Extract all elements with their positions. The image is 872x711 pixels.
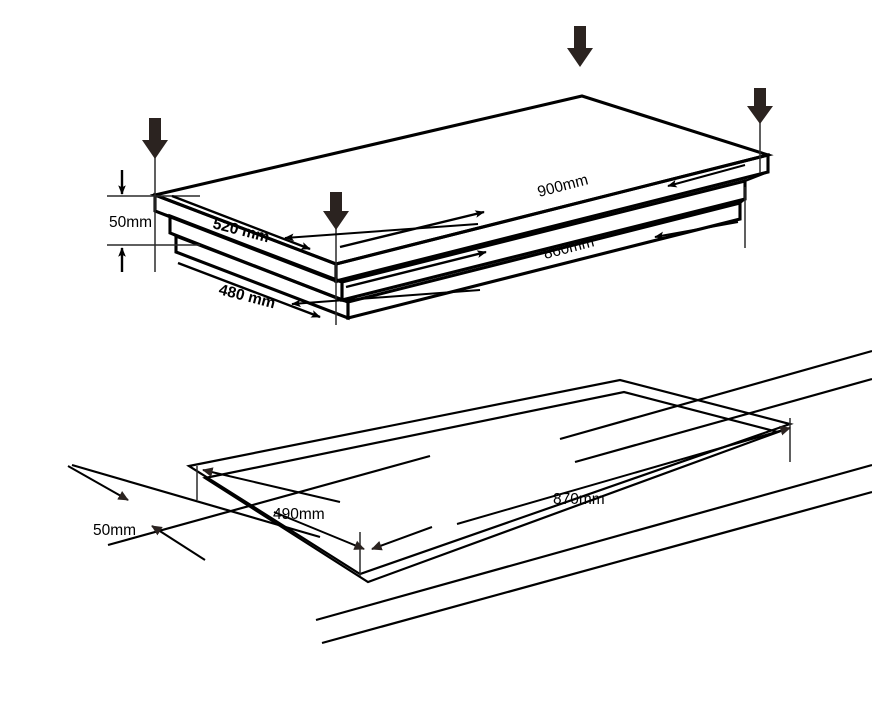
worktop-front-line-2 xyxy=(107,454,431,547)
dim-label-cutout-depth-490mm: 490mm xyxy=(273,506,325,523)
dimension-cutout-depth-490mm: 490mm xyxy=(202,467,433,551)
worktop-far-edge-1 xyxy=(559,349,872,441)
dim-arrow-490-upper xyxy=(202,467,341,503)
load-arrow-top-center xyxy=(567,26,593,67)
dim-arrow-480-left xyxy=(291,289,481,308)
dim-arrow-490-right xyxy=(371,526,433,551)
dim-arrow-490-lower xyxy=(273,511,365,550)
cutout-outer-rect xyxy=(186,378,794,576)
upper-hob-assembly xyxy=(149,94,774,321)
worktop-front-line-1 xyxy=(71,463,321,539)
lower-worktop-assembly xyxy=(71,349,872,645)
dim-arrow-900-left xyxy=(667,164,746,188)
dim-arrow-860-right xyxy=(345,250,487,289)
worktop-far-edge-2 xyxy=(574,377,872,464)
worktop-near-edge-2 xyxy=(321,490,872,645)
dimension-height-50mm: 50mm xyxy=(109,170,152,272)
dim-label-cutout-width-870mm: 870mm xyxy=(553,491,605,508)
dim-arrow-520-left xyxy=(284,223,479,242)
dim-arrow-480-right xyxy=(177,261,321,319)
dim-arrow-gap-upper xyxy=(67,465,129,501)
dimension-cutout-width-870mm: 870mm xyxy=(456,425,791,525)
upper-extension-lines xyxy=(107,122,761,325)
dim-label-width-900mm: 900mm xyxy=(536,171,590,200)
hob-lower-step-right xyxy=(346,201,742,320)
dim-label-gap-50mm: 50mm xyxy=(93,522,136,539)
lower-extension-lines xyxy=(196,418,791,576)
worktop-near-edge-1 xyxy=(315,463,872,622)
hob-right-end-returns xyxy=(739,170,769,204)
load-arrow-top-left xyxy=(142,118,168,159)
dim-arrow-860-left xyxy=(654,221,739,240)
dim-arrow-870-right xyxy=(456,425,791,525)
load-arrow-top-right xyxy=(747,88,773,124)
cutout-inner-rect xyxy=(202,390,782,584)
dim-arrow-900-right xyxy=(339,210,485,249)
dim-arrow-gap-lower xyxy=(151,525,206,561)
hob-left-corner-verticals xyxy=(154,209,349,304)
load-arrow-mid-center xyxy=(323,192,349,230)
dim-label-height-50mm: 50mm xyxy=(109,214,152,231)
dimension-gap-50mm: 50mm xyxy=(67,465,206,561)
hob-top-edge-right-band xyxy=(334,153,770,283)
